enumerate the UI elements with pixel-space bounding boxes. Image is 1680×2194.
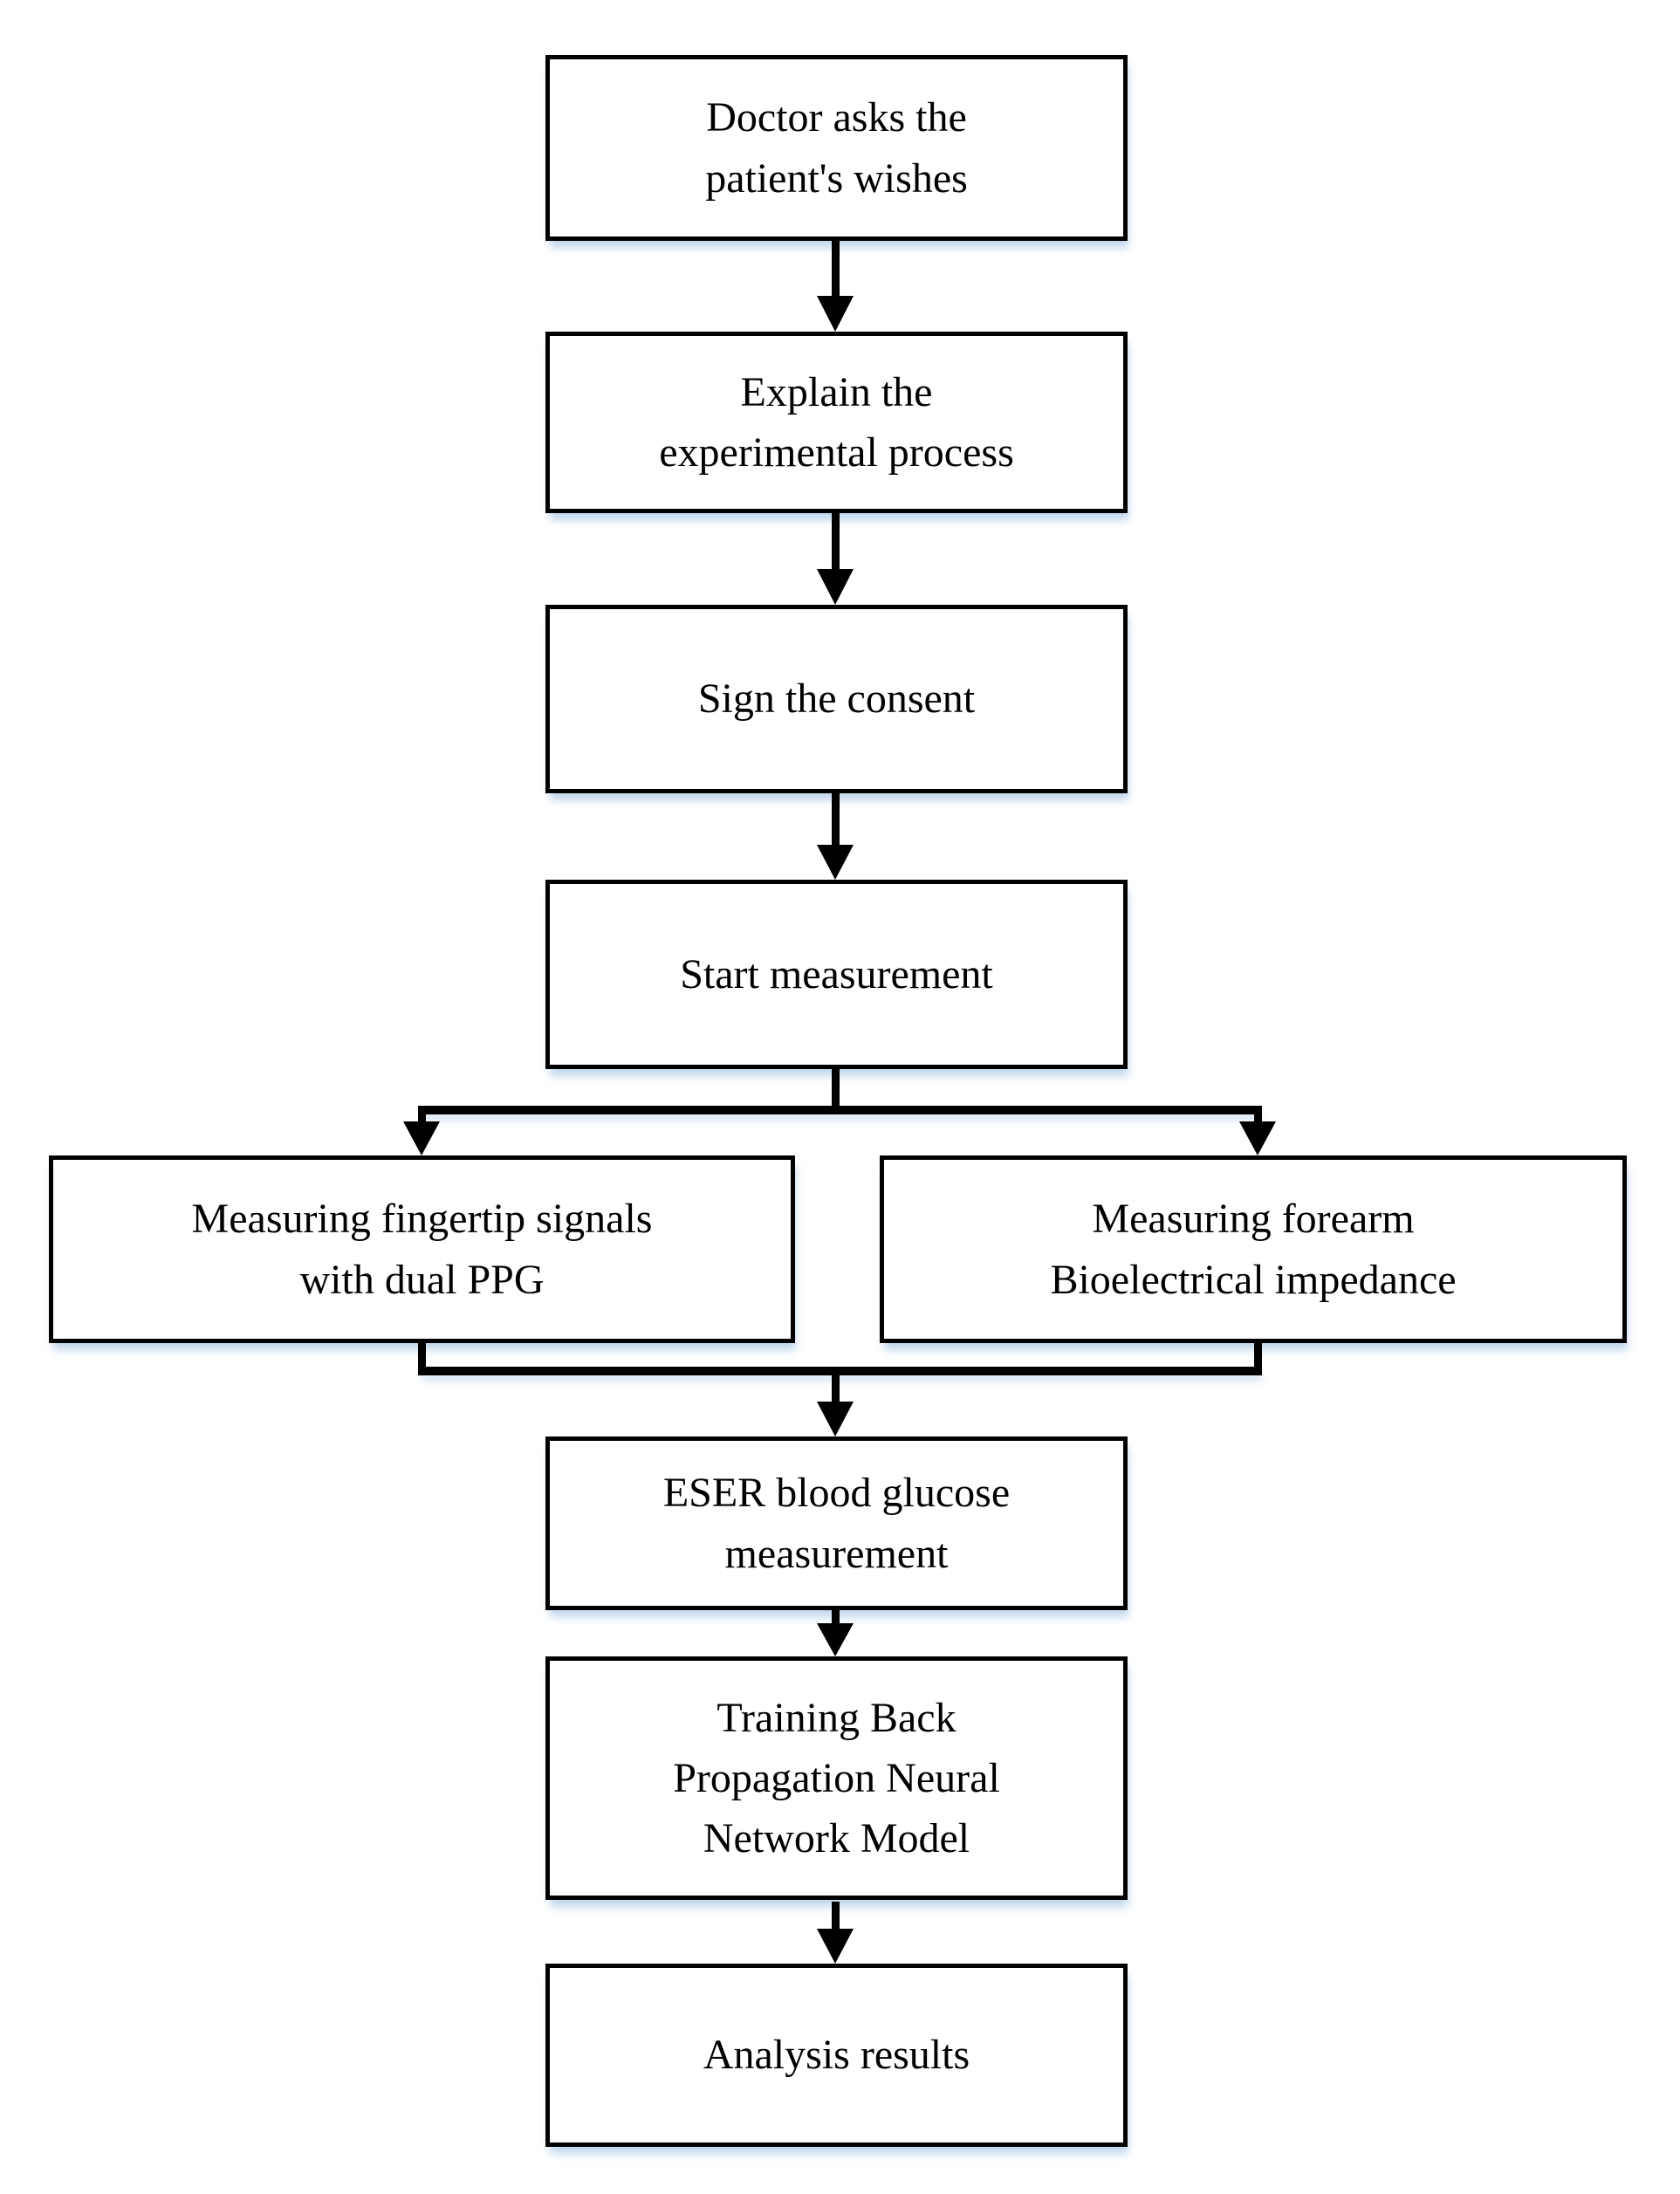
node-label-line: Sign the consent: [697, 675, 976, 723]
arrow-down-icon: [817, 1929, 854, 1964]
arrow-training-to-analysis-stem: [832, 1902, 840, 1929]
node-label-line: Training Back: [717, 1694, 957, 1741]
node-label-line: with dual PPG: [299, 1256, 545, 1303]
merge-center-stem: [832, 1375, 840, 1402]
node-label-line: Explain the: [740, 368, 933, 415]
split-connector-stem: [832, 1069, 840, 1114]
node-label-line: Measuring fingertip signals: [191, 1196, 653, 1243]
node-label-line: Start measurement: [680, 950, 993, 998]
node-label-line: patient's wishes: [705, 154, 968, 202]
arrow-eser-to-training-stem: [832, 1610, 840, 1623]
node-training-bpnn: Training Back Propagation Neural Network…: [545, 1656, 1128, 1900]
arrow-down-icon: [817, 845, 854, 880]
arrow-down-icon: [1239, 1121, 1276, 1155]
node-label-line: Bioelectrical impedance: [1050, 1256, 1457, 1303]
merge-right-stem: [1254, 1343, 1262, 1375]
node-label-line: ESER blood glucose: [662, 1470, 1011, 1517]
merge-left-stem: [418, 1343, 426, 1375]
merge-connector-bar: [418, 1367, 1262, 1375]
arrow-down-icon: [817, 1402, 854, 1436]
node-label-line: Propagation Neural: [673, 1754, 1000, 1801]
node-sign-consent: Sign the consent: [545, 605, 1128, 793]
arrow-down-icon: [817, 296, 854, 332]
node-forearm-impedance: Measuring forearm Bioelectrical impedanc…: [880, 1155, 1627, 1343]
node-label-line: Measuring forearm: [1092, 1196, 1415, 1243]
node-analysis-results: Analysis results: [545, 1964, 1128, 2147]
split-connector-bar: [418, 1106, 1262, 1114]
node-fingertip-ppg: Measuring fingertip signals with dual PP…: [49, 1155, 795, 1343]
node-start-measurement: Start measurement: [545, 880, 1128, 1069]
arrow-down-icon: [817, 1623, 854, 1656]
node-label-line: Network Model: [703, 1815, 970, 1862]
node-label-line: Analysis results: [703, 2032, 970, 2079]
arrow-doctor-to-explain-stem: [832, 241, 840, 296]
arrow-explain-to-consent-stem: [832, 513, 840, 569]
node-label-line: Doctor asks the: [706, 94, 967, 141]
arrow-consent-to-start-stem: [832, 793, 840, 845]
split-right-stem: [1254, 1114, 1262, 1121]
arrow-down-icon: [817, 569, 854, 605]
node-doctor-asks: Doctor asks the patient's wishes: [545, 55, 1128, 241]
arrow-down-icon: [403, 1121, 440, 1155]
node-explain-process: Explain the experimental process: [545, 332, 1128, 513]
split-left-stem: [418, 1114, 426, 1121]
node-eser-measurement: ESER blood glucose measurement: [545, 1436, 1128, 1610]
node-label-line: measurement: [724, 1530, 949, 1577]
node-label-line: experimental process: [659, 429, 1014, 476]
